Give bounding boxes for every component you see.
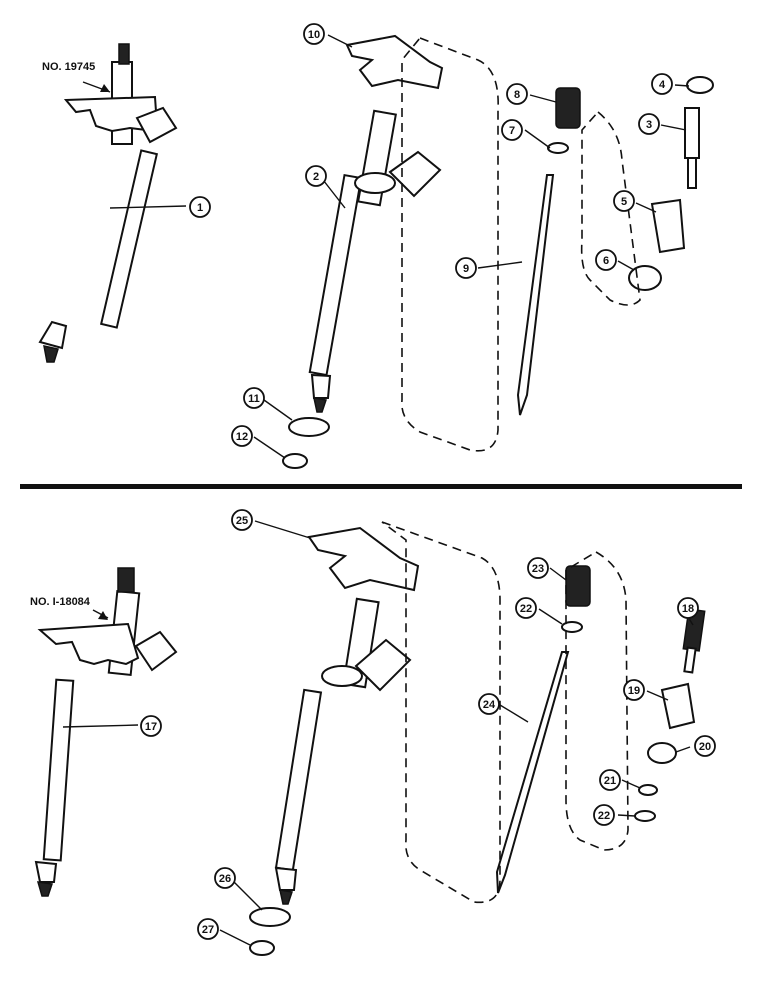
upper-assembly: NO. 19745 1 2 3 4 5 6 7 8 9 10 11 12 [38,23,714,469]
callout-10: 10 [303,23,325,45]
svg-text:22: 22 [520,603,532,615]
spindle-upper [516,174,555,416]
callout-2: 2 [305,165,327,187]
svg-text:12: 12 [236,431,248,443]
callout-27: 27 [197,918,219,940]
section-divider [20,484,742,489]
bracket-lower [307,526,420,592]
callout-25: 25 [231,509,253,531]
svg-text:3: 3 [646,119,652,131]
dashed-group-left-upper [401,37,499,452]
callout-5: 5 [613,190,635,212]
svg-text:18: 18 [682,603,694,615]
callout-9: 9 [455,257,477,279]
injector-complete-lower [34,567,178,897]
svg-text:26: 26 [219,873,231,885]
washer-lower [249,907,291,927]
svg-text:20: 20 [699,741,711,753]
model-label-upper: NO. 19745 [42,61,95,73]
svg-text:27: 27 [202,924,214,936]
washer-small-lower-2 [634,810,656,822]
callout-8: 8 [506,83,528,105]
spindle-lower [495,651,570,894]
svg-text:17: 17 [145,721,157,733]
adjusting-screw-upper [684,107,700,189]
svg-text:1: 1 [197,202,203,214]
washer-upper [288,417,330,437]
svg-text:11: 11 [248,393,260,405]
callout-24: 24 [478,693,500,715]
svg-text:8: 8 [514,89,520,101]
svg-text:5: 5 [621,196,627,208]
svg-text:21: 21 [604,775,616,787]
svg-text:10: 10 [308,29,320,41]
callout-26: 26 [214,867,236,889]
svg-text:9: 9 [463,263,469,275]
cap-lower [660,682,696,730]
callout-11: 11 [243,387,265,409]
seal-lower [249,940,275,956]
seal-upper [282,453,308,469]
callout-20: 20 [694,735,716,757]
injector-body-lower [274,597,412,905]
callout-3: 3 [638,113,660,135]
nut-lower [647,742,677,764]
arrow-model-lower [98,611,108,620]
svg-text:23: 23 [532,563,544,575]
spring-lower [565,565,591,607]
callout-18: 18 [677,597,699,619]
callout-19: 19 [623,679,645,701]
svg-text:7: 7 [509,125,515,137]
svg-text:19: 19 [628,685,640,697]
dashed-group-right-lower [565,551,629,851]
leader-lines-lower [62,520,694,946]
lower-assembly: NO. I-18084 17 18 19 20 21 22 22 23 24 2… [30,509,716,956]
callout-22-right: 22 [593,804,615,826]
callout-4: 4 [651,73,673,95]
leader-lines-upper [82,34,690,459]
svg-text:2: 2 [313,171,319,183]
callout-21: 21 [599,769,621,791]
injector-complete-upper [38,43,178,363]
svg-text:4: 4 [659,79,666,91]
dashed-group-left-lower [381,521,501,904]
callout-6: 6 [595,249,617,271]
washer-small-lower [638,784,658,796]
spring-seat-lower [561,621,583,633]
svg-text:24: 24 [483,699,496,711]
callout-1: 1 [189,196,211,218]
callout-12: 12 [231,425,253,447]
callout-7: 7 [501,119,523,141]
arrow-model-upper [100,84,110,92]
bracket-upper [345,34,444,90]
spring-seat-upper [547,142,569,154]
callout-23: 23 [527,557,549,579]
nut-upper [686,76,714,94]
svg-text:25: 25 [236,515,248,527]
dashed-group-right-upper [580,110,641,306]
cap-upper [650,198,686,254]
spring-upper [555,87,581,129]
svg-text:6: 6 [603,255,609,267]
callout-17: 17 [140,715,162,737]
callout-22-left: 22 [515,597,537,619]
svg-text:22: 22 [598,810,610,822]
injector-body-upper [308,109,442,413]
model-label-lower: NO. I-18084 [30,596,91,608]
